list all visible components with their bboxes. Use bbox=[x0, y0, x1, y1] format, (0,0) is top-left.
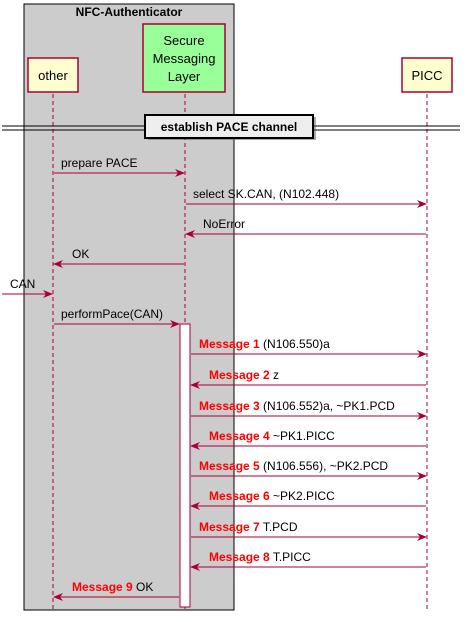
participant-picc: PICC bbox=[401, 57, 453, 93]
participant-other: other bbox=[27, 57, 79, 93]
label-msg8: Message 8 T.PICC bbox=[209, 550, 311, 564]
message-number: Message 4 bbox=[209, 429, 270, 443]
label-msg7: Message 7 T.PCD bbox=[199, 520, 298, 534]
label-msg9: Message 9 OK bbox=[72, 580, 153, 594]
message-number: Message 7 bbox=[199, 520, 260, 534]
message-number: Message 3 bbox=[199, 399, 260, 413]
message-number: Message 8 bbox=[209, 550, 270, 564]
activation-bar bbox=[179, 323, 191, 608]
label-prepare-pace: prepare PACE bbox=[61, 156, 137, 170]
label-msg4: Message 4 ~PK1.PICC bbox=[209, 429, 335, 443]
divider: establish PACE channel bbox=[2, 114, 460, 140]
label-perform-pace: performPace(CAN) bbox=[61, 307, 163, 321]
message-number: Message 5 bbox=[199, 459, 260, 473]
label-msg1: Message 1 (N106.550)a bbox=[199, 337, 330, 351]
label-noerror: NoError bbox=[203, 217, 245, 231]
message-number: Message 9 bbox=[72, 580, 133, 594]
label-msg3: Message 3 (N106.552)a, ~PK1.PCD bbox=[199, 399, 395, 413]
group-title: NFC-Authenticator bbox=[76, 5, 183, 19]
label-can: CAN bbox=[10, 277, 35, 291]
message-number: Message 6 bbox=[209, 489, 270, 503]
participant-other-label: other bbox=[38, 68, 68, 83]
participant-secure-messaging-layer: Secure Messaging Layer bbox=[142, 23, 226, 93]
label-msg5: Message 5 (N106.556), ~PK2.PCD bbox=[199, 459, 388, 473]
label-ok-1: OK bbox=[72, 247, 89, 261]
sml-label-line-1: Secure bbox=[163, 33, 204, 48]
sml-label-line-2: Messaging bbox=[153, 51, 216, 66]
divider-label: establish PACE channel bbox=[161, 120, 297, 134]
label-select-sk-can: select SK.CAN, (N102.448) bbox=[193, 187, 339, 201]
label-msg2: Message 2 z bbox=[209, 368, 279, 382]
label-msg6: Message 6 ~PK2.PICC bbox=[209, 489, 335, 503]
message-number: Message 1 bbox=[199, 337, 260, 351]
message-number: Message 2 bbox=[209, 368, 270, 382]
sml-label-line-3: Layer bbox=[168, 69, 201, 84]
participant-picc-label: PICC bbox=[411, 68, 442, 83]
